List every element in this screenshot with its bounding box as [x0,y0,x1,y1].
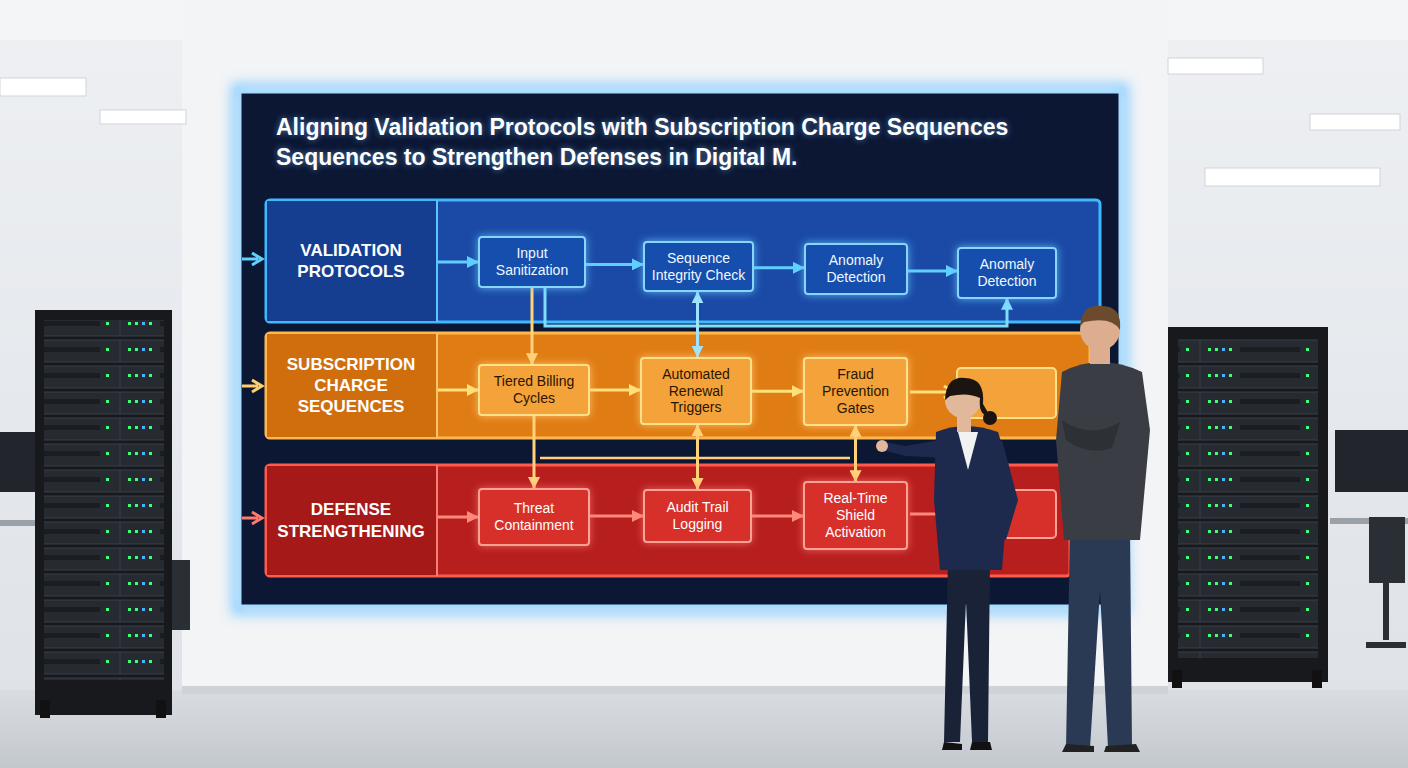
node-text: Tiered Billing Cycles [486,373,582,407]
woman-figure [876,378,1018,750]
screen [240,92,1120,606]
scene-part [44,320,164,680]
ceiling-light [1310,114,1400,130]
flow-arrow [531,288,534,364]
link-line [540,457,850,460]
row-label: DEFENSE STRENGTHENING [266,465,438,576]
node-text: Anomaly Detection [965,256,1049,290]
band [266,200,1100,322]
band-label-cell [267,201,438,321]
node-text: Fraud Prevention Gates [811,366,900,416]
flow-arrow [590,389,640,392]
ceiling-light [0,78,86,96]
node-text: VALIDATION PROTOCOLS [276,240,426,283]
flow-arrow [590,515,643,518]
chair [1366,520,1406,645]
ceiling-light [1168,58,1263,74]
process-box: Anomaly Detection [804,243,908,295]
entry-arrow [242,253,262,265]
flow-arrow [696,292,699,357]
diagram-title: Aligning Validation Protocols with Subsc… [276,112,1106,173]
flow-arrow [533,416,536,488]
node-text: DEFENSE STRENGTHENING [276,499,426,542]
ceiling-light [1205,168,1380,186]
scene-part [996,440,1018,540]
floor [0,690,1408,768]
flow-arrow [586,263,643,266]
flow-arrow [754,266,804,269]
process-box: Input Sanitization [478,236,586,288]
server-rack [1168,327,1328,688]
process-box: Sequence Integrity Check [643,241,754,293]
entry-arrow [242,512,262,524]
scene-part [156,700,166,718]
flow-arrow [545,288,1007,326]
scene-part [944,560,990,742]
scene-part [1168,327,1328,682]
flow-arrow [696,425,699,489]
process-box: Fraud Prevention Gates [803,357,908,425]
scene-part [882,440,944,458]
process-box: Tiered Billing Cycles [478,364,590,416]
node-text: Real-Time Shield Activation [811,490,900,540]
back-wall [0,0,1408,700]
flow-arrow [752,390,803,393]
band [266,333,1090,438]
scene-part [1080,306,1120,330]
process-box: Anomaly Detection [957,247,1057,299]
node-text: Anomaly Detection [812,252,900,286]
node-text: Input Sanitization [486,245,578,279]
scene-part [40,700,50,718]
monitor [0,432,38,492]
node-text: Sequence Integrity Check [651,250,746,284]
row-label: SUBSCRIPTION CHARGE SEQUENCES [266,333,438,438]
flow-arrow [438,261,478,264]
node-text: Threat Containment [486,500,582,534]
monitor [1335,430,1408,492]
man-figure [1056,306,1150,752]
flow-arrow [752,515,803,518]
node-text: Automated Renewal Triggers [648,366,744,416]
scene-part [876,440,888,452]
scene-part [942,742,992,750]
flow-arrow [438,516,478,519]
scene-part [1178,338,1318,658]
flow-arrow [438,389,478,392]
process-box: Audit Trail Logging [643,489,752,543]
floor-shadow [182,686,1168,694]
entry-arrow [242,380,262,392]
scene-part [945,378,990,416]
scene-part [1066,530,1132,748]
ceiling-light [100,110,186,124]
flow-arrow [854,426,857,482]
scene-part [958,432,978,470]
process-box: Automated Renewal Triggers [640,357,752,425]
scene-part [1062,744,1140,752]
scene-part [983,411,997,425]
screen-glow [236,88,1124,610]
process-box: Real-Time Shield Activation [803,481,908,549]
row-label: VALIDATION PROTOCOLS [266,200,438,322]
feature-wall [182,0,1168,695]
scene-part [1062,420,1120,451]
node-text: SUBSCRIPTION CHARGE SEQUENCES [276,354,426,418]
scene-part [35,310,172,715]
band-label-cell [267,466,438,575]
process-box: Threat Containment [478,488,590,546]
node-text: Audit Trail Logging [651,499,744,533]
scene-part [1172,670,1182,688]
scene-part [1312,670,1322,688]
band-label-cell [267,334,438,437]
chair [172,560,190,630]
server-rack [35,310,172,718]
flow-arrow [908,270,957,273]
scene-part [1056,362,1150,540]
